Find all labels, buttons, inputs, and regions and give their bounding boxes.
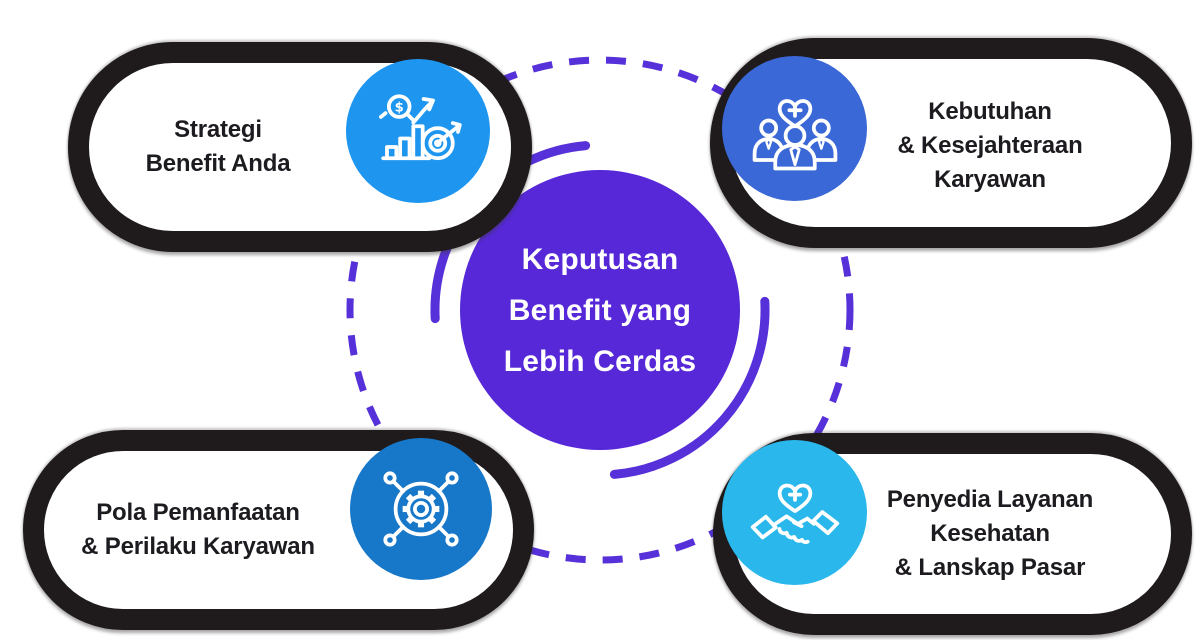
center-statement-circle: Keputusan Benefit yang Lebih Cerdas — [460, 170, 740, 450]
employees-wellbeing-icon — [722, 56, 867, 201]
growth-chart-target-icon: $ — [346, 59, 490, 203]
card-line: & Kesejahteraan — [897, 132, 1083, 159]
dashed-ring — [346, 56, 854, 564]
card-pola-label: Pola Pemanfaatan & Perilaku Karyawan — [44, 451, 352, 609]
card-line: Kebutuhan — [928, 98, 1052, 125]
growth-chart-target-glyph: $ — [378, 94, 462, 161]
employees-wellbeing-glyph — [752, 98, 837, 170]
center-line: Keputusan — [521, 242, 679, 276]
card-kebutuhan-kesejahteraan: Kebutuhan & Kesejahteraan Karyawan — [710, 38, 1192, 248]
center-line: Lebih Cerdas — [503, 344, 697, 378]
card-kebutuhan-label: Kebutuhan & Kesejahteraan Karyawan — [855, 59, 1125, 227]
card-pola-pemanfaatan: Pola Pemanfaatan & Perilaku Karyawan — [23, 430, 534, 630]
card-strategi-benefit-label: Strategi Benefit Anda — [89, 63, 347, 231]
gear-network-glyph — [383, 471, 459, 547]
card-penyedia-label: Penyedia Layanan Kesehatan & Lanskap Pas… — [854, 454, 1126, 614]
card-line: Kesehatan — [930, 520, 1050, 547]
card-penyedia-layanan: Penyedia Layanan Kesehatan & Lanskap Pas… — [713, 433, 1192, 635]
gear-network-icon — [350, 438, 492, 580]
card-line: & Perilaku Karyawan — [81, 533, 315, 560]
handshake-heart-glyph — [750, 483, 839, 544]
card-line: Karyawan — [934, 166, 1046, 193]
svg-text:$: $ — [395, 100, 404, 115]
card-line: Penyedia Layanan — [886, 486, 1094, 513]
arc-bottom-right — [609, 296, 770, 479]
card-line: Strategi — [174, 116, 262, 143]
card-line: & Lanskap Pasar — [894, 554, 1086, 581]
card-strategi-benefit: Strategi Benefit Anda — [68, 42, 532, 252]
center-line: Benefit yang — [508, 293, 692, 327]
card-line: Pola Pemanfaatan — [96, 499, 300, 526]
handshake-heart-icon — [722, 440, 867, 585]
card-line: Benefit Anda — [145, 150, 291, 177]
